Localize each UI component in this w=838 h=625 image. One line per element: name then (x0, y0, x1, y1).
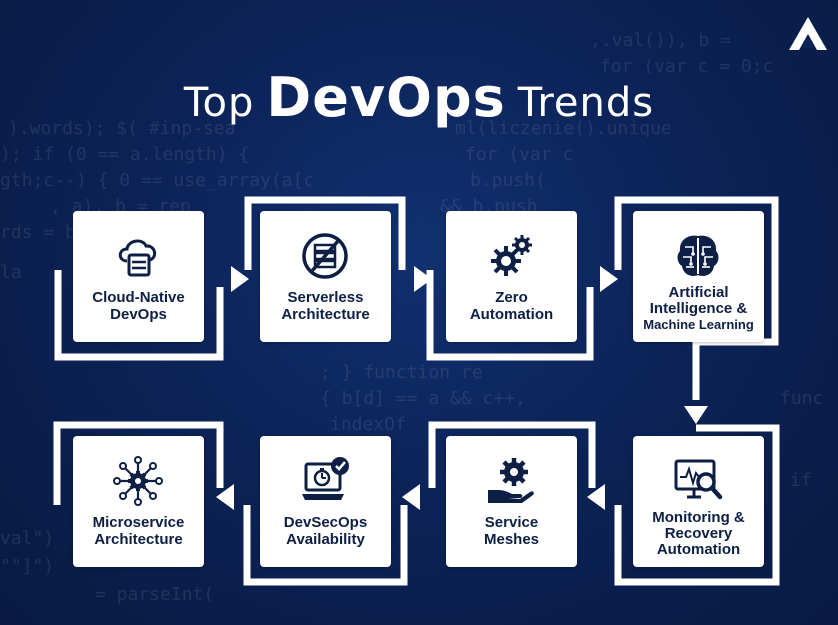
bg-code-line: for (var c (465, 144, 574, 165)
step-label: Serverless Architecture (264, 289, 387, 323)
step-label-subline: Machine Learning (643, 317, 754, 332)
step-label-line: Automation (656, 541, 741, 558)
bg-code-line: ).words); $( #inp-sea (8, 118, 236, 139)
flow-arrowhead (231, 266, 249, 292)
flow-segment (54, 270, 224, 361)
bg-code-line: ,.val()), b = (590, 30, 731, 51)
bg-code-line: b.push( (470, 170, 546, 191)
step-card-ai-ml: Artificial Intelligence & Machine Learni… (633, 211, 764, 342)
step-label: Service Meshes (450, 514, 573, 548)
bg-code-line: = parseInt( (95, 584, 215, 605)
flow-arrowhead (600, 266, 618, 292)
laptop-timer-check-icon (302, 457, 349, 500)
bg-code-line: func (780, 388, 824, 409)
bg-code-line: gth;c--) { 0 == use_array(a[c (0, 170, 315, 191)
brain-chip-icon (677, 235, 719, 276)
title-suffix: Trends (517, 80, 655, 126)
step-card-devsecops-availability: DevSecOps Availability (260, 436, 391, 567)
flow-segment (428, 421, 596, 488)
flow-arrowhead (684, 406, 708, 424)
flow-segment (243, 505, 408, 586)
flow-segment (244, 196, 406, 270)
step-label-line: Architecture (94, 531, 183, 548)
step-label-line: Serverless (287, 289, 364, 306)
step-label-line: Architecture (281, 306, 370, 323)
bg-code-line: ml(liczenie().unique (455, 118, 672, 139)
step-label-line: Meshes (483, 531, 540, 548)
flow-segment (614, 424, 780, 586)
step-label-line: Monitoring & (652, 509, 745, 526)
flow-segment (53, 421, 224, 505)
serverless-icon (302, 233, 348, 279)
step-label: Cloud-Native DevOps (77, 289, 200, 323)
step-card-zero-automation: Zero Automation (446, 211, 577, 342)
bg-code-line: ; } function re (320, 362, 483, 383)
step-label-line: Recovery (664, 525, 733, 542)
step-label-line: Intelligence & (649, 300, 748, 317)
step-label: Artificial Intelligence & Machine Learni… (637, 284, 760, 333)
step-label-line: Microservice (92, 514, 185, 531)
flow-segment (614, 196, 779, 400)
cloud-server-icon (118, 239, 157, 277)
step-label-line: Cloud-Native (92, 289, 185, 306)
bg-code-line: la (0, 262, 22, 283)
flow-arrowhead (414, 266, 432, 292)
step-card-microservice-architecture: Microservice Architecture (73, 436, 204, 567)
title-emphasis: DevOps (266, 66, 506, 129)
step-label: Monitoring & Recovery Automation (637, 510, 760, 558)
bg-code-line: indexOf (330, 414, 406, 435)
bg-code-line: ); if (0 == a.length) { (0, 144, 250, 165)
flow-arrowhead (587, 484, 605, 510)
step-label-line: Availability (286, 531, 365, 548)
bg-code-line: if (790, 470, 812, 491)
step-card-service-meshes: Service Meshes (446, 436, 577, 567)
step-label: Microservice Architecture (77, 514, 200, 548)
step-card-monitoring-recovery: Monitoring & Recovery Automation (633, 436, 764, 567)
bg-code-line: ""]") (0, 556, 55, 577)
monitor-search-icon (674, 459, 723, 500)
step-card-serverless-architecture: Serverless Architecture (260, 211, 391, 342)
step-label-line: Zero (495, 289, 528, 306)
bg-code-line: rds = b (0, 222, 76, 243)
step-label-line: DevSecOps (283, 514, 368, 531)
title-prefix: Top (183, 80, 255, 126)
step-label-line: Service (484, 514, 539, 531)
bg-code-line: val") (0, 528, 55, 549)
bg-code-line: for (var c = 0;c (600, 56, 774, 77)
step-label-line: Artificial (668, 284, 729, 301)
step-card-cloud-native-devops: Cloud-Native DevOps (73, 211, 204, 342)
gear-hand-icon (488, 458, 534, 503)
brand-logo-icon (789, 17, 827, 50)
flow-arrowhead (402, 484, 420, 510)
microservice-hub-icon (113, 456, 163, 506)
flow-arrowhead (216, 484, 234, 510)
step-label: Zero Automation (450, 289, 573, 323)
step-label-line: Automation (469, 306, 554, 323)
bg-code-line: { b[d] == a && c++, (320, 388, 526, 409)
step-label-line: DevOps (110, 306, 167, 323)
step-label: DevSecOps Availability (264, 514, 387, 548)
gears-icon (491, 235, 532, 276)
flow-segment (426, 270, 594, 361)
